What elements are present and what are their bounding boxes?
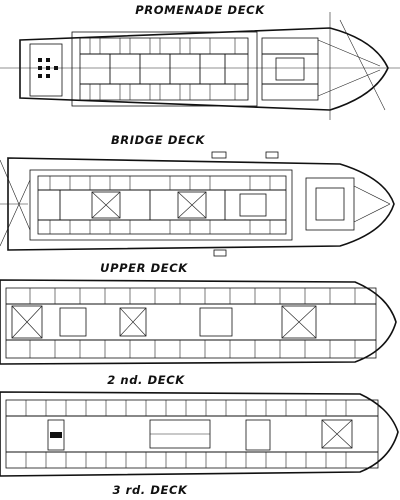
second-cabin-walls bbox=[25, 400, 347, 468]
deck-label-third: 3 rd. DECK bbox=[112, 483, 188, 497]
bridge-deck-plan bbox=[0, 151, 395, 257]
bridge-cabin-ticks bbox=[49, 176, 271, 234]
deck-label-upper: UPPER DECK bbox=[100, 261, 188, 275]
deck-label-bridge: BRIDGE DECK bbox=[111, 133, 206, 147]
upper-deck-plan bbox=[0, 279, 397, 365]
promenade-deck-plan bbox=[0, 12, 400, 120]
deck-label-promenade: PROMENADE DECK bbox=[135, 3, 265, 17]
promenade-cabin-ticks bbox=[89, 38, 236, 100]
deck-label-second: 2 nd. DECK bbox=[107, 373, 185, 387]
second-deck-plan bbox=[0, 391, 399, 477]
upper-cabin-walls bbox=[29, 288, 356, 358]
promenade-aft-pattern bbox=[38, 58, 58, 78]
